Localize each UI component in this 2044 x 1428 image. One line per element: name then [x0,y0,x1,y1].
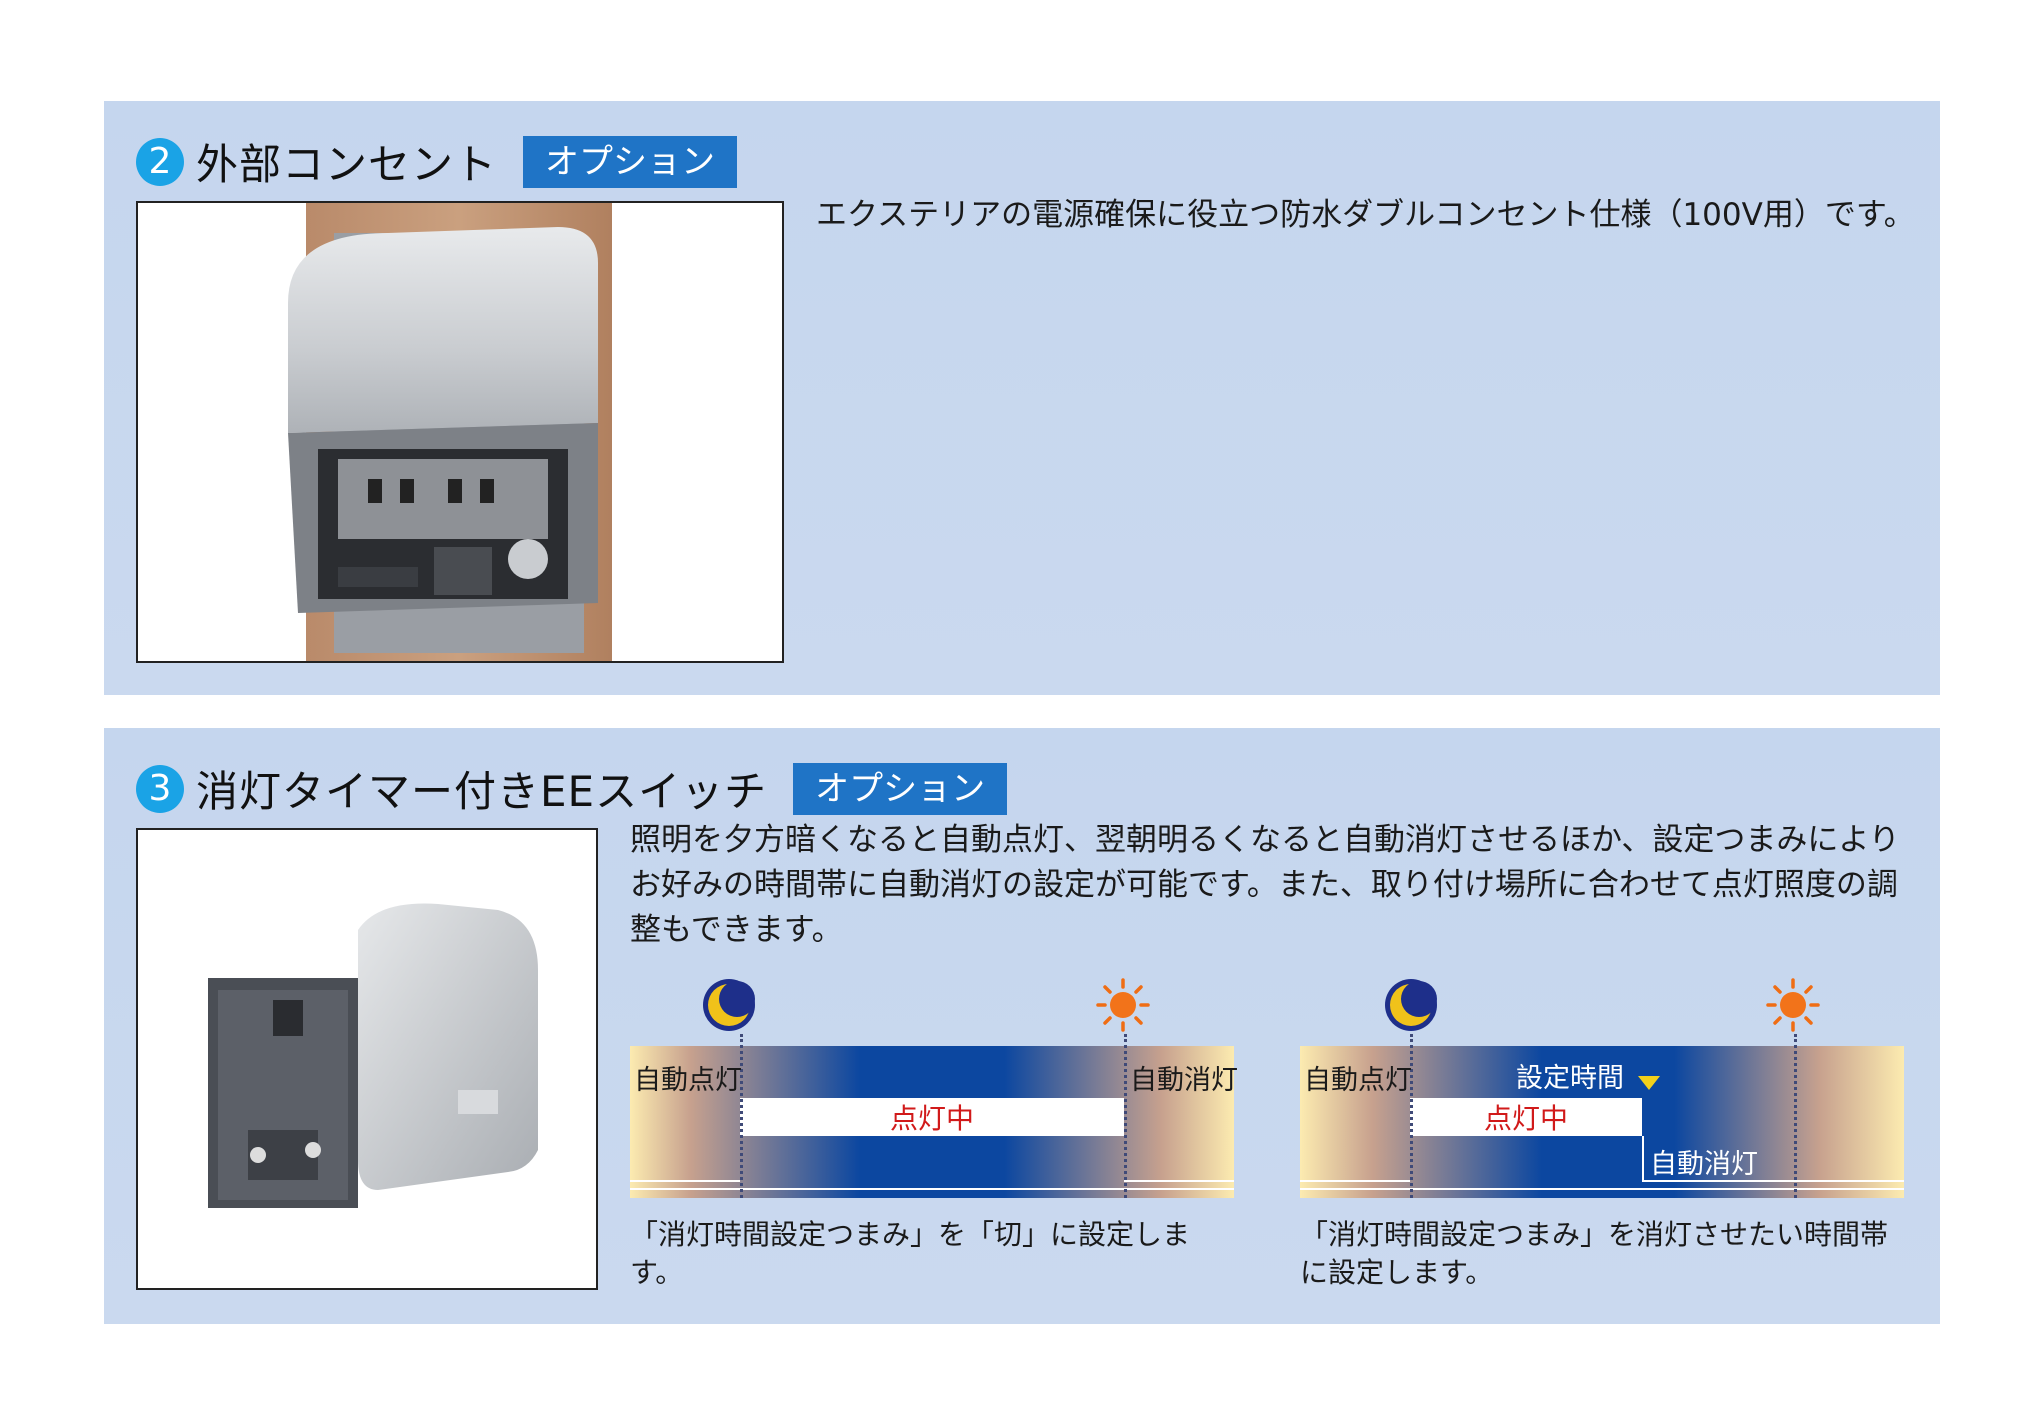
off-level-line [630,1180,740,1182]
section-heading: 3 消灯タイマー付きEEスイッチ オプション [136,758,1008,819]
switch-photo [136,828,598,1290]
section-title: 消灯タイマー付きEEスイッチ [196,767,768,816]
moon-icon [1385,979,1437,1031]
section-description: エクステリアの電源確保に役立つ防水ダブルコンセント仕様（100V用）です。 [816,197,1915,233]
option-tag: オプション [793,762,1008,815]
section-ee-switch: 3 消灯タイマー付きEEスイッチ オプション 照明を夕方暗くなると自動点灯、翌朝… [104,728,1940,1324]
set-time-pointer-icon [1638,1076,1660,1090]
section-heading: 2 外部コンセント オプション [136,131,738,192]
option-tag: オプション [523,135,738,188]
outlet-illustration [288,203,612,661]
diagram-caption: 「消灯時間設定つまみ」を消灯させたい時間帯に設定します。 [1300,1218,1889,1289]
off-step-line [1642,1136,1644,1182]
dawn-marker-line [1124,1034,1127,1198]
set-time-label: 設定時間 [1516,1063,1624,1094]
off-level-line [1300,1180,1410,1182]
dawn-marker-line [1794,1034,1797,1198]
sun-icon [1766,978,1820,1032]
switch-illustration [208,903,538,1208]
off-level-line [1124,1180,1234,1182]
baseline [1300,1188,1904,1190]
dusk-marker-line [740,1034,743,1198]
dusk-marker-line [1410,1034,1413,1198]
outlet-photo [136,201,784,663]
baseline [630,1188,1234,1190]
timeline-diagram-off: 点灯中 自動点灯 自動消灯 「消灯時間設定つまみ」を「切」に設定します。 [630,978,1238,1298]
auto-on-label: 自動点灯 [1304,1065,1412,1096]
section-title: 外部コンセント [196,140,498,189]
section-number-badge: 3 [136,764,184,813]
lit-period-band: 点灯中 [740,1098,1124,1136]
moon-icon [703,979,755,1031]
diagram-caption: 「消灯時間設定つまみ」を「切」に設定します。 [630,1218,1191,1289]
lit-period-label: 点灯中 [889,1102,974,1135]
lit-period-label: 点灯中 [1483,1102,1568,1135]
section-description: 照明を夕方暗くなると自動点灯、翌朝明るくなると自動消灯させるほか、設定つまみによ… [630,822,1900,948]
timeline-diagram-timer: 点灯中 自動点灯 設定時間 自動消灯 「消灯時間設定つまみ」を消灯させたい時間帯… [1300,978,1904,1298]
section-number-badge: 2 [136,137,184,186]
off-level-line [1642,1180,1904,1182]
section-outdoor-outlet: 2 外部コンセント オプション エクステ [104,101,1940,695]
sun-icon [1096,978,1150,1032]
auto-on-label: 自動点灯 [634,1065,742,1096]
auto-off-label: 自動消灯 [1130,1065,1238,1096]
lit-period-band: 点灯中 [1410,1098,1642,1136]
auto-off-label: 自動消灯 [1650,1149,1758,1180]
